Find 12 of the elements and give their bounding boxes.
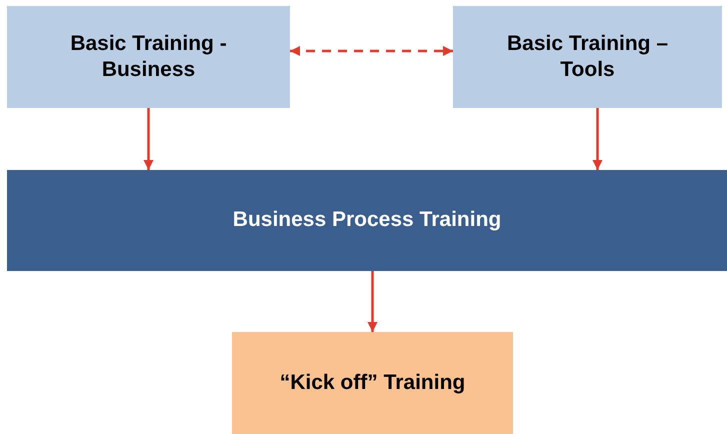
- training-box: [232, 332, 513, 434]
- training-box: [7, 6, 290, 108]
- process-band: [7, 170, 727, 271]
- node-label: “Kick off” Training: [280, 370, 466, 396]
- arrow: [290, 46, 453, 56]
- node-label: Basic Training – Tools: [506, 30, 670, 83]
- training-box: [453, 6, 722, 108]
- arrow: [592, 108, 602, 170]
- node-label: Basic Training - Business: [69, 30, 228, 83]
- node-label: Business Process Training: [232, 207, 502, 234]
- arrow: [144, 108, 154, 170]
- arrow: [368, 271, 378, 332]
